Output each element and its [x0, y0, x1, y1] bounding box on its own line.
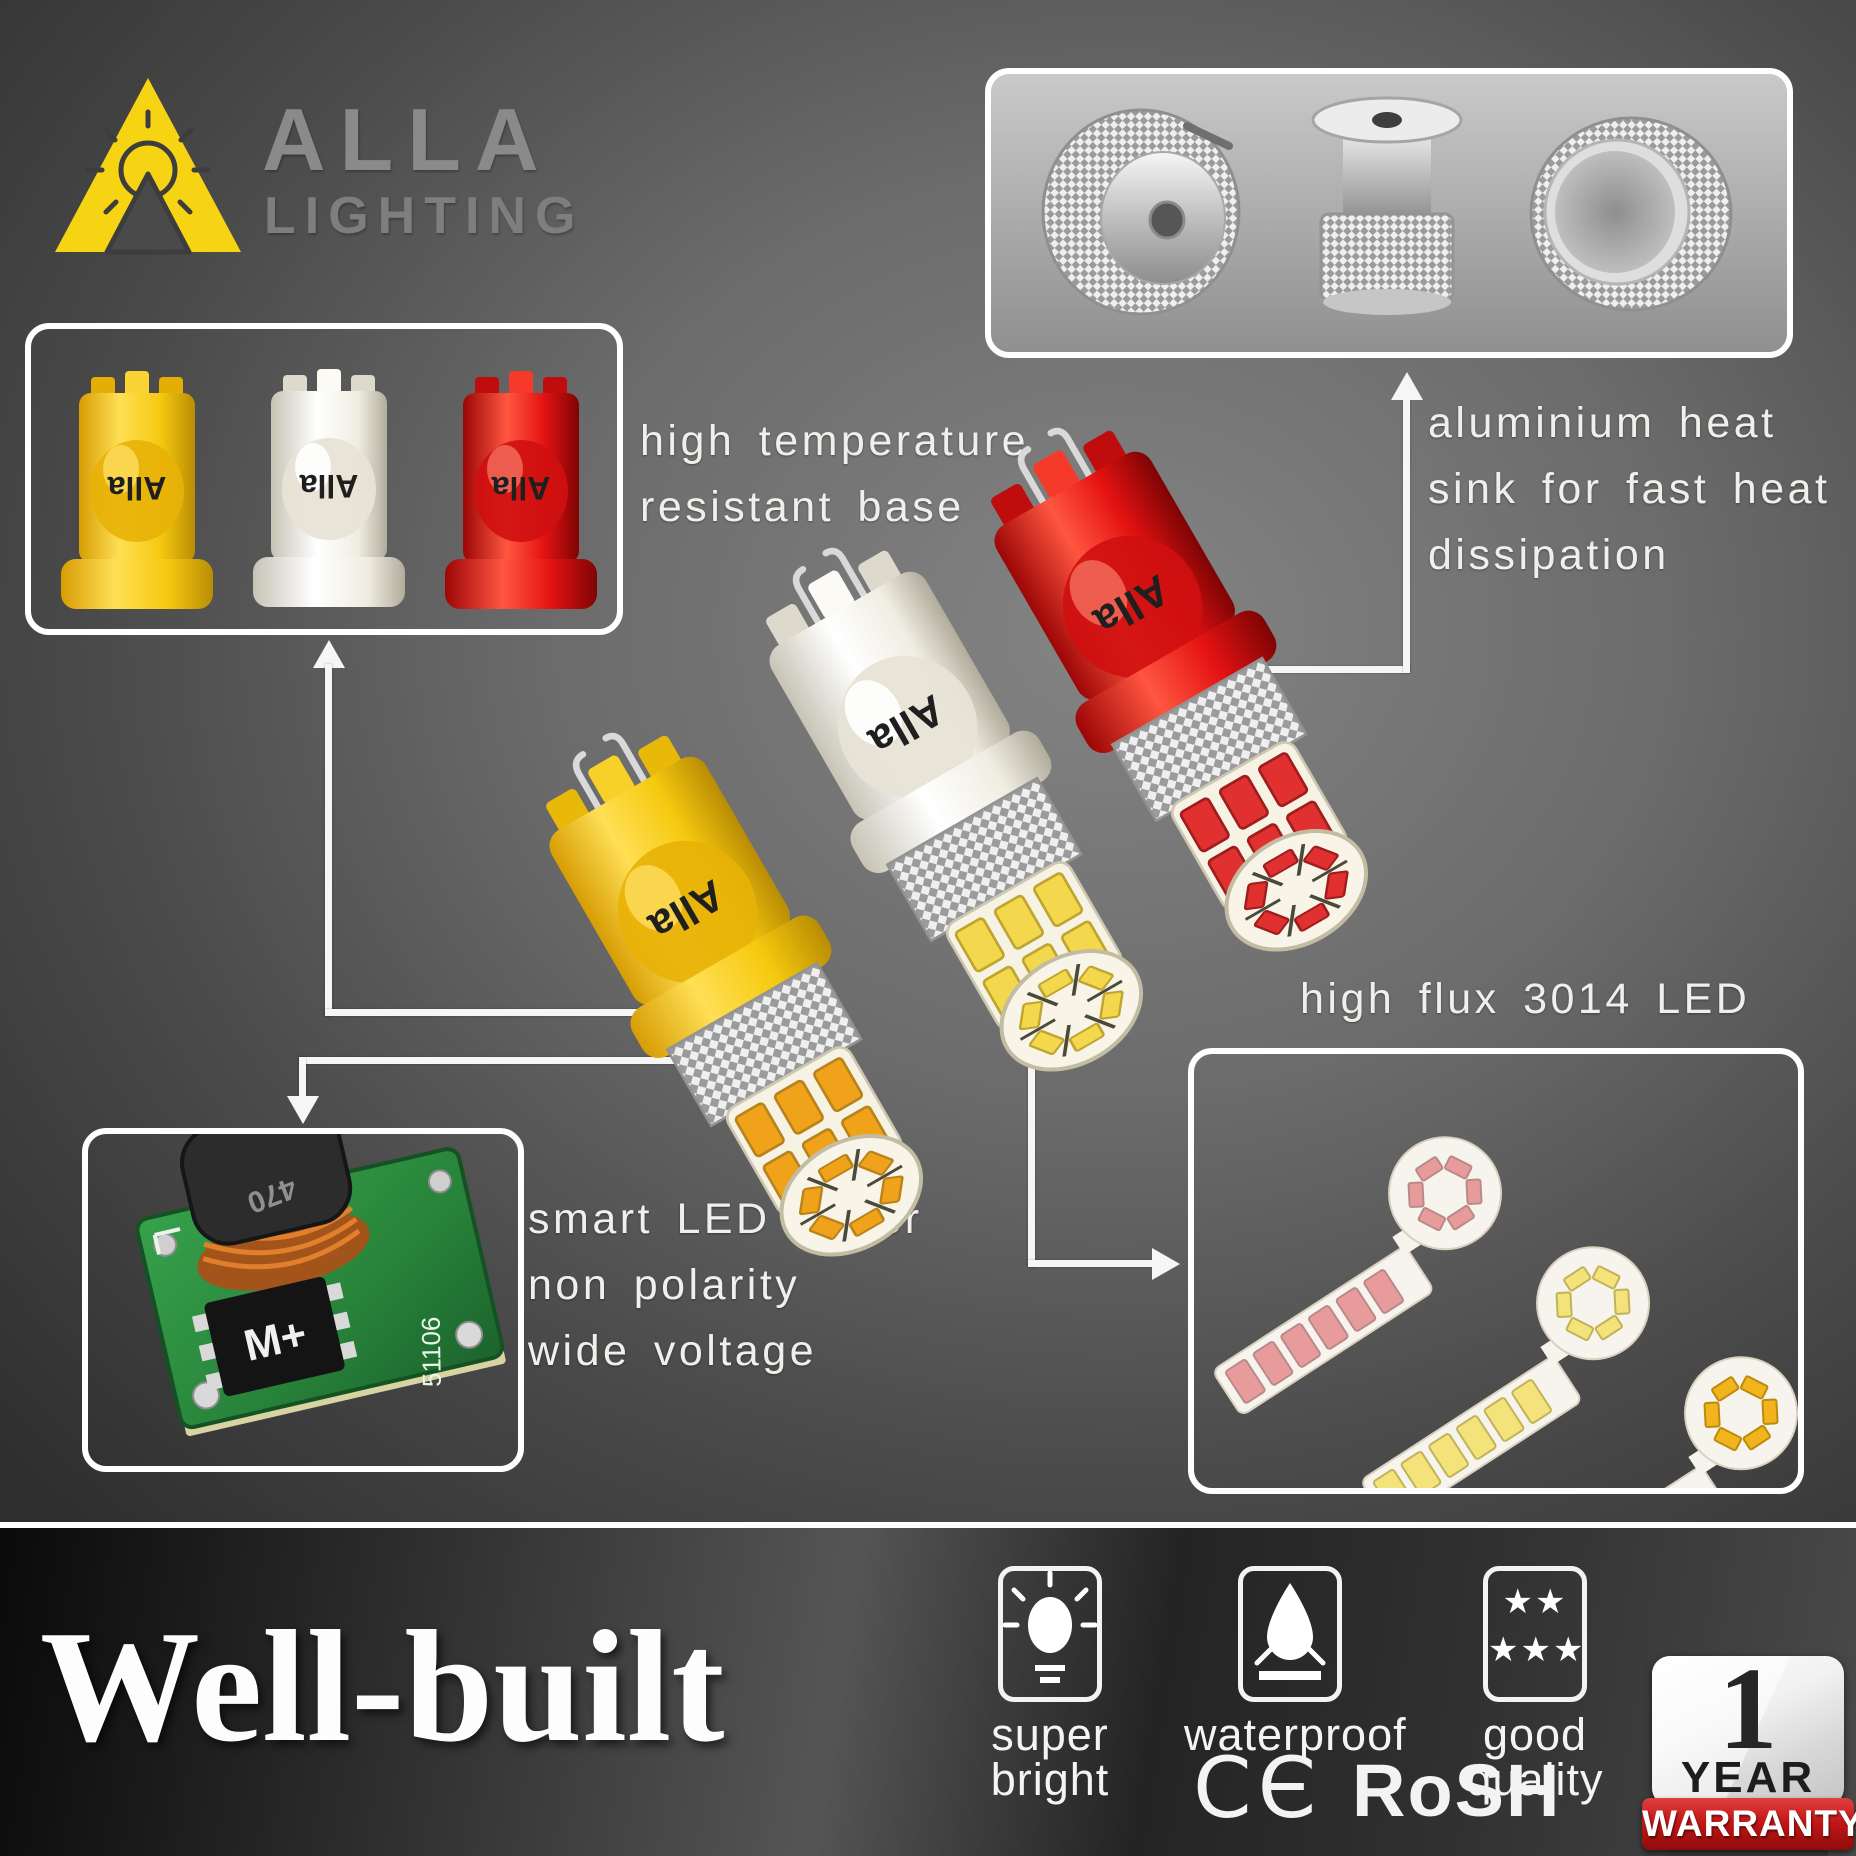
- arrow-to-caps-box: [313, 640, 345, 668]
- connector-led-horizontal: [1028, 1260, 1154, 1267]
- warranty-banner-text: WARRANTY: [1642, 1803, 1856, 1844]
- bulb-white: Alla: [766, 547, 1144, 1072]
- connector-driver-horizontal: [299, 1057, 677, 1064]
- svg-text:Alla: Alla: [107, 470, 166, 506]
- warranty-year: YEAR: [1680, 1753, 1816, 1802]
- brand-subtitle: LIGHTING: [264, 187, 585, 245]
- heatsink-part-back: [1529, 116, 1733, 312]
- led-strips-photo-box: [1188, 1048, 1804, 1494]
- footer-headline: Well-built: [40, 1597, 725, 1775]
- driver-photo-box: 470 M+ 51106: [82, 1128, 524, 1472]
- svg-text:Alla: Alla: [861, 685, 953, 766]
- led-strip-amber: [1510, 1356, 1798, 1488]
- connector-driver-vertical: [299, 1057, 306, 1099]
- svg-text:Alla: Alla: [491, 470, 550, 506]
- callout-base: high temperature resistant base: [640, 417, 1030, 531]
- connector-caps-vertical: [325, 664, 332, 1016]
- bulb-icon: [998, 1566, 1102, 1702]
- warranty-ribbon: WARRANTY: [1642, 1798, 1856, 1850]
- cap-red: Alla: [445, 371, 597, 609]
- warranty-badge: 1 YEAR WARRANTY: [1642, 1644, 1856, 1856]
- svg-text:51106: 51106: [416, 1316, 447, 1387]
- rosh-mark: RoSH: [1352, 1749, 1562, 1832]
- callout-heatsink: aluminium heat sink for fast heat dissip…: [1428, 399, 1831, 579]
- led-strip-red: [1214, 1136, 1503, 1414]
- feature-label-waterproof: waterproof: [1184, 1709, 1407, 1760]
- arrow-to-led-box: [1152, 1248, 1180, 1280]
- svg-text:Alla: Alla: [299, 468, 358, 504]
- footer-band: Well-built: [0, 1528, 1856, 1856]
- callout-driver: smart LED driver non polarity wide volta…: [528, 1195, 923, 1375]
- caps-image: Alla Alla Alla: [61, 369, 597, 609]
- footer-divider: [0, 1522, 1856, 1528]
- ce-mark: CЄ: [1193, 1739, 1323, 1837]
- callout-led: high flux 3014 LED: [1300, 975, 1751, 1023]
- arrow-to-heatsink-box: [1391, 372, 1423, 400]
- heatsink-parts-image: [1041, 96, 1733, 316]
- stars-bottom-row: ★★★: [1488, 1631, 1586, 1669]
- led-strips-image: [1214, 1136, 1798, 1488]
- heatsink-part-front: [1311, 96, 1463, 315]
- led-strip-white: [1362, 1246, 1651, 1488]
- connector-led-vertical: [1028, 1035, 1035, 1267]
- alla-logo-icon: [55, 78, 241, 255]
- caps-photo-box: Alla Alla Alla: [25, 323, 623, 635]
- feature-label-super-bright: super bright: [990, 1709, 1110, 1805]
- heatsink-photo-box: [985, 68, 1793, 358]
- feature-label-good-quality: good quality: [1466, 1709, 1604, 1805]
- connector-caps-horizontal: [325, 1009, 675, 1016]
- connector-heatsink-vertical: [1403, 398, 1410, 673]
- svg-text:Alla: Alla: [641, 870, 733, 951]
- driver-pcb-image: 470 M+ 51106: [135, 1134, 506, 1437]
- brand-name: ALLA: [262, 90, 553, 189]
- connector-heatsink-horizontal: [1195, 666, 1410, 673]
- arrow-to-driver-box: [287, 1096, 319, 1124]
- warranty-number: 1: [1718, 1643, 1778, 1774]
- cap-white: Alla: [253, 369, 405, 607]
- heatsink-part-side: [1041, 108, 1241, 316]
- waterdrop-icon: [1238, 1566, 1342, 1702]
- cap-yellow: Alla: [61, 371, 213, 609]
- stars-top-row: ★★: [1502, 1583, 1568, 1621]
- warranty-base: [1668, 1850, 1828, 1856]
- stars-icon: ★★ ★★★: [1483, 1566, 1587, 1702]
- warranty-card: [1652, 1656, 1844, 1806]
- svg-text:Alla: Alla: [1086, 565, 1178, 646]
